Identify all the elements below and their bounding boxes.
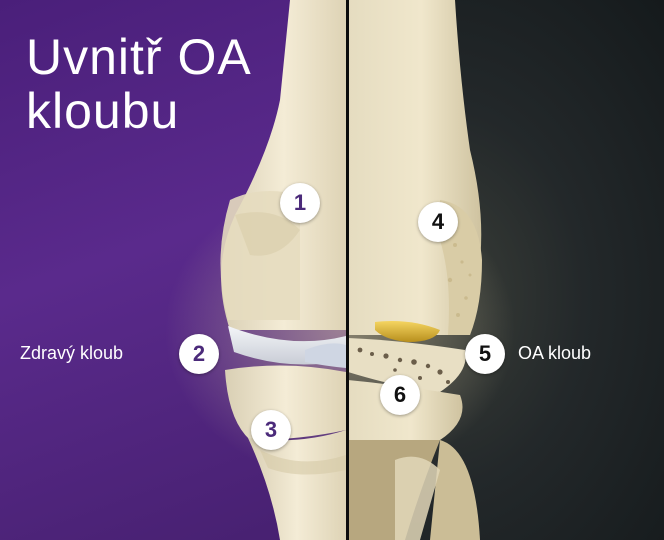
marker-3: 3	[251, 410, 291, 450]
marker-4: 4	[418, 202, 458, 242]
marker-2: 2	[179, 334, 219, 374]
title-line-2: kloubu	[26, 84, 326, 138]
marker-1: 1	[280, 183, 320, 223]
marker-5: 5	[465, 334, 505, 374]
healthy-joint-label: Zdravý kloub	[20, 343, 123, 364]
marker-6: 6	[380, 375, 420, 415]
title-line-1: Uvnitř OA	[26, 30, 326, 84]
page-title: Uvnitř OA kloubu	[26, 30, 326, 138]
oa-joint-label: OA kloub	[518, 343, 591, 364]
oa-knee	[348, 0, 482, 540]
center-divider	[346, 0, 349, 540]
